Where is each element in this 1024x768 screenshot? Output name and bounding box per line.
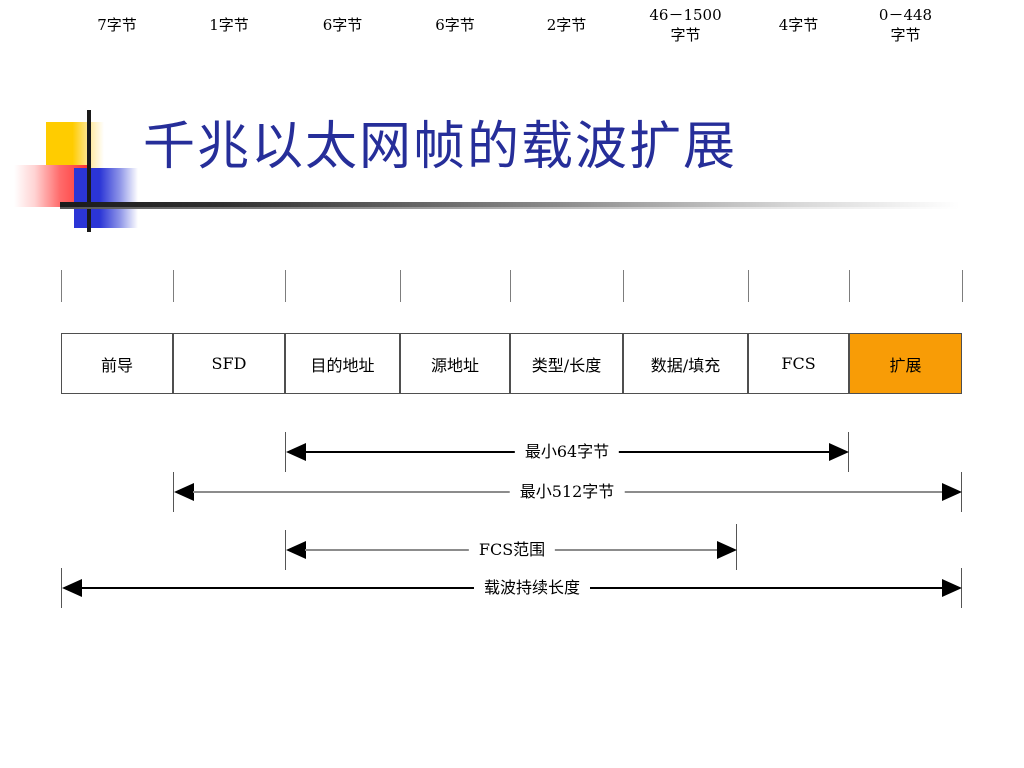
arrow-left-head-icon	[286, 443, 306, 461]
size-label-extension-line1: 0－448	[878, 6, 933, 24]
size-tick	[173, 270, 174, 302]
measurement-label-min-512-bytes: 最小512字节	[509, 480, 625, 504]
frame-field-type-length[interactable]: 类型/长度	[510, 333, 623, 394]
size-label-data-pad: 46－1500 字节	[623, 0, 748, 50]
decoration-vertical-rule	[87, 110, 91, 232]
arrow-left-head-icon	[174, 483, 194, 501]
arrow-right-head-icon	[942, 483, 962, 501]
size-label-extension: 0－448 字节	[849, 0, 962, 50]
page-title: 千兆以太网帧的载波扩展	[143, 117, 738, 177]
size-tick	[849, 270, 850, 302]
frame-field-extension[interactable]: 扩展	[849, 333, 962, 394]
arrow-left-head-icon	[286, 541, 306, 559]
measurement-tick-left	[285, 530, 286, 570]
measurement-tick-left	[61, 568, 62, 608]
measurement-carrier-duration: 载波持续长度	[0, 568, 1024, 608]
size-tick	[400, 270, 401, 302]
frame-field-dest-addr[interactable]: 目的地址	[285, 333, 400, 394]
measurement-label-fcs-coverage: FCS范围	[468, 538, 556, 562]
frame-field-data-pad[interactable]: 数据/填充	[623, 333, 748, 394]
size-label-fcs: 4字节	[778, 16, 819, 34]
size-label-sfd: 1字节	[209, 16, 249, 34]
slide-header: 千兆以太网帧的载波扩展	[0, 0, 1024, 235]
measurement-label-carrier-duration: 载波持续长度	[473, 576, 591, 600]
size-label-preamble: 7字节	[97, 16, 137, 34]
arrow-right-head-icon	[829, 443, 849, 461]
size-label-data-pad-line1: 46－1500	[649, 6, 722, 24]
frame-field-src-addr[interactable]: 源地址	[400, 333, 510, 394]
measurement-label-min-64-bytes: 最小64字节	[514, 440, 620, 464]
arrow-right-head-icon	[942, 579, 962, 597]
size-tick	[623, 270, 624, 302]
decoration-blue-square	[74, 168, 138, 228]
size-label-extension-line2: 字节	[890, 26, 921, 44]
size-tick	[748, 270, 749, 302]
size-tick	[962, 270, 963, 302]
measurement-tick-left	[173, 472, 174, 512]
size-label-src-addr: 6字节	[435, 16, 475, 34]
measurement-min-512-bytes: 最小512字节	[0, 472, 1024, 512]
size-label-type-length: 2字节	[546, 16, 587, 34]
decoration-horizontal-rule	[60, 202, 960, 207]
measurement-min-64-bytes: 最小64字节	[0, 432, 1024, 472]
measurement-fcs-coverage: FCS范围	[0, 524, 1024, 570]
arrow-left-head-icon	[62, 579, 82, 597]
size-label-data-pad-line2: 字节	[670, 26, 701, 44]
frame-field-sfd[interactable]: SFD	[173, 333, 285, 394]
measurement-tick-left	[285, 432, 286, 472]
frame-field-fcs[interactable]: FCS	[748, 333, 849, 394]
frame-field-preamble[interactable]: 前导	[61, 333, 173, 394]
size-label-dest-addr: 6字节	[322, 16, 363, 34]
arrow-right-head-icon	[717, 541, 737, 559]
size-tick	[61, 270, 62, 302]
size-tick	[285, 270, 286, 302]
size-tick	[510, 270, 511, 302]
decoration-horizontal-rule-thin	[60, 207, 960, 209]
